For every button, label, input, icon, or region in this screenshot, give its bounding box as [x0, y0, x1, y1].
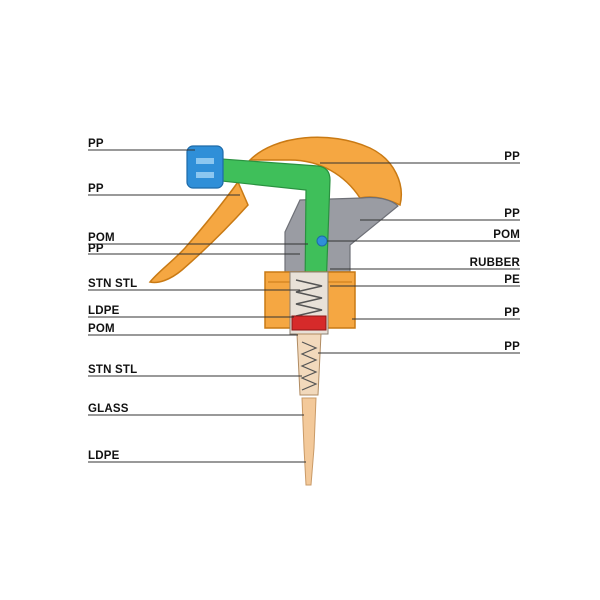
label-pe: PE — [504, 274, 520, 286]
label-pp-body: PP — [88, 183, 104, 195]
leader-lines-right — [318, 162, 520, 354]
ldpe-gasket — [291, 315, 327, 331]
label-pp-cylinder: PP — [504, 341, 520, 353]
nozzle-cap — [186, 145, 224, 189]
label-ldpe-gasket: LDPE — [88, 305, 120, 317]
label-pp-cap: PP — [504, 307, 520, 319]
label-pom-ball: POM — [493, 229, 520, 241]
label-rubber: RUBBER — [469, 257, 520, 269]
label-glass-ball: GLASS — [88, 403, 129, 415]
lower-spring — [300, 341, 318, 391]
label-stn-stl-spring: STN STL — [88, 278, 138, 290]
label-pom-seat: POM — [88, 323, 115, 335]
label-pom-valve: POM — [88, 232, 115, 244]
label-ldpe-tube: LDPE — [88, 450, 120, 462]
grey-body — [284, 196, 399, 273]
label-pp-piston: PP — [88, 243, 104, 255]
leader-lines-left — [88, 149, 308, 463]
dip-tube — [301, 397, 317, 486]
pom-ball — [316, 235, 328, 247]
label-pp-grey: PP — [504, 208, 520, 220]
lower-cylinder — [296, 333, 322, 396]
shroud-top — [248, 136, 402, 207]
trigger-lever — [148, 180, 249, 284]
label-stn-stl-lower-spring: STN STL — [88, 364, 138, 376]
label-pp-shroud: PP — [504, 151, 520, 163]
upper-spring — [295, 279, 323, 317]
label-pp-nozzle: PP — [88, 138, 104, 150]
